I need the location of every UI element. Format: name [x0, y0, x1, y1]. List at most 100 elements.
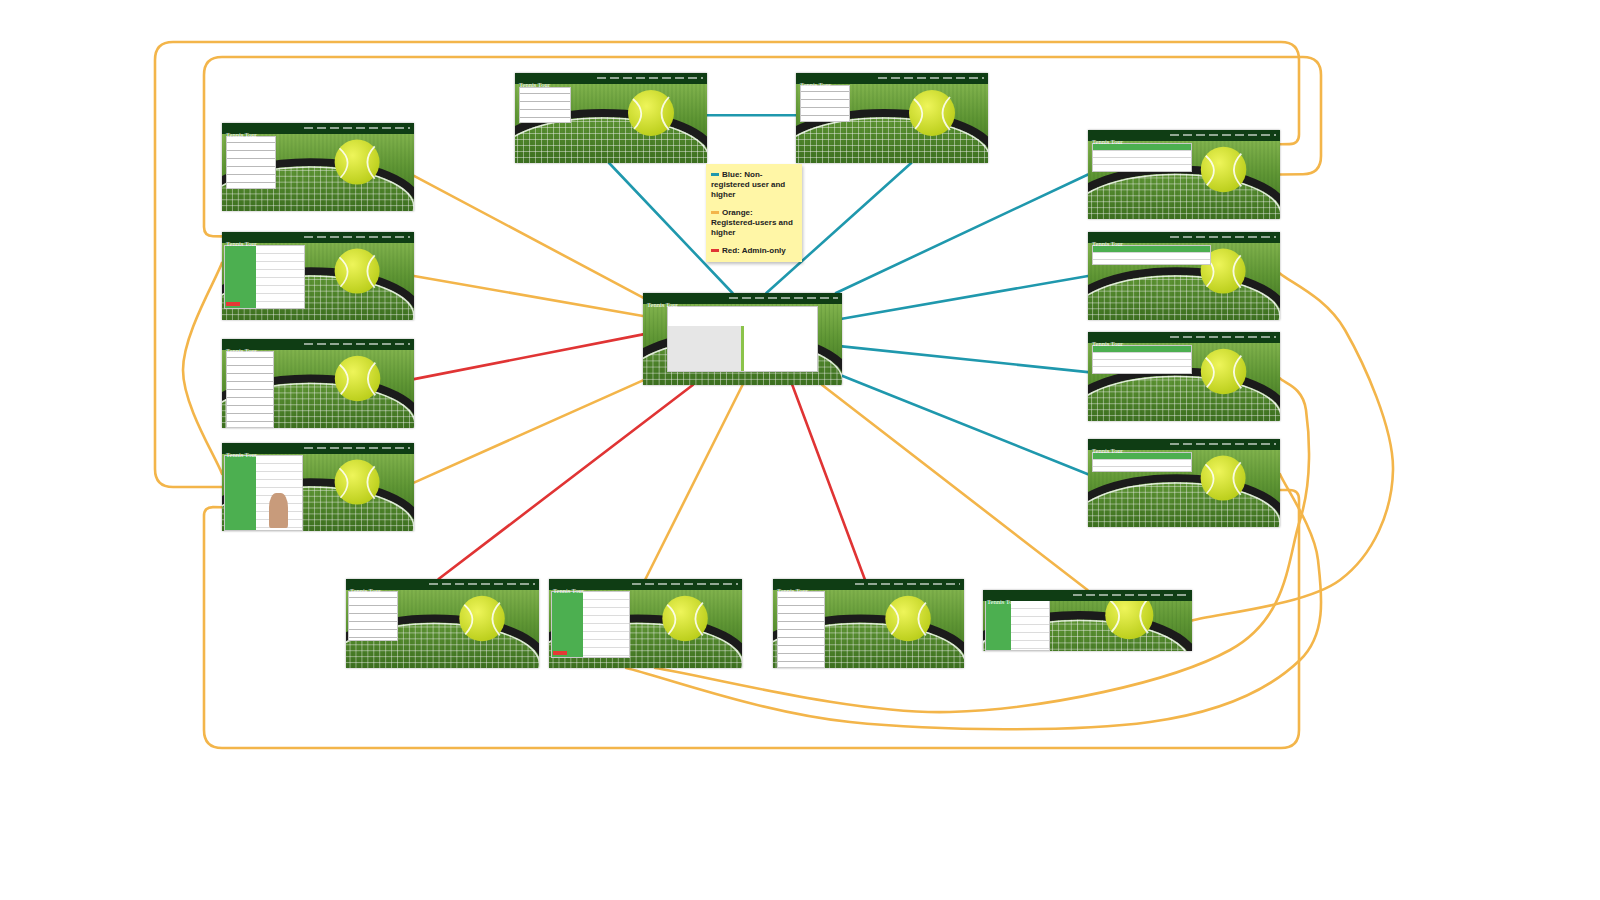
label-column — [552, 592, 583, 657]
page-screenshot: Tennis Tour — [549, 579, 742, 668]
page-link-connector — [646, 385, 743, 579]
page-link-connector — [414, 276, 643, 316]
content-panel — [1092, 143, 1192, 171]
delete-button — [226, 302, 240, 306]
site-title: Tennis Tour — [1088, 445, 1123, 456]
site-header-bar: Tennis Tour — [1088, 130, 1280, 141]
content-panel — [519, 87, 571, 123]
nav-links — [1073, 594, 1188, 596]
page-link-connector — [414, 176, 643, 298]
label-column — [986, 601, 1011, 650]
page-screenshot: Tennis Tour — [1088, 130, 1280, 219]
site-title: Tennis Tour — [346, 585, 381, 596]
content-panel — [226, 136, 276, 189]
page-screenshot: Tennis Tour — [1088, 332, 1280, 421]
page-link-connector — [414, 334, 643, 379]
two-column-lists — [668, 326, 817, 371]
content-panel — [985, 600, 1050, 651]
content-panel — [1092, 245, 1211, 264]
site-title: Tennis Tour — [1088, 238, 1123, 249]
nav-links — [429, 583, 535, 585]
site-title: Tennis Tour — [1088, 136, 1123, 147]
site-title: Tennis Tour — [222, 449, 257, 460]
page-link-connector — [183, 263, 222, 474]
nav-links — [632, 583, 738, 585]
legend-entry: Red: Admin-only — [711, 246, 797, 256]
delete-button — [553, 651, 567, 655]
site-title: Tennis Tour — [983, 596, 1018, 607]
site-header-bar: Tennis Tour — [549, 579, 742, 590]
legend-entry: Blue: Non-registered user and higher — [711, 170, 797, 200]
site-title: Tennis Tour — [549, 585, 584, 596]
page-link-connector — [792, 385, 864, 579]
page-link-connector — [822, 385, 1087, 590]
content-panel — [224, 455, 303, 531]
page-link-connector — [842, 376, 1088, 474]
page-screenshot: Tennis Tour — [1088, 232, 1280, 320]
table-header-row — [1093, 144, 1191, 150]
label-column — [225, 246, 256, 307]
site-header-bar: Tennis Tour — [1088, 232, 1280, 243]
site-header-bar: Tennis Tour — [515, 73, 707, 84]
content-panel — [777, 591, 825, 668]
site-title: Tennis Tour — [773, 585, 808, 596]
page-screenshot: Tennis Tour — [983, 590, 1192, 651]
nav-links — [304, 236, 410, 238]
site-header-bar: Tennis Tour — [983, 590, 1192, 601]
site-title: Tennis Tour — [643, 299, 678, 310]
nav-links — [878, 77, 984, 79]
page-screenshot: Tennis Tour — [222, 443, 414, 531]
page-link-connector — [414, 380, 643, 482]
nav-links — [304, 343, 410, 345]
legend-text: Red: Admin-only — [722, 246, 786, 255]
table-header-row — [1093, 246, 1210, 252]
site-title: Tennis Tour — [515, 79, 550, 90]
site-header-bar: Tennis Tour — [222, 443, 414, 454]
site-header-bar: Tennis Tour — [773, 579, 964, 590]
site-header-bar: Tennis Tour — [1088, 439, 1280, 450]
value-rows — [256, 246, 303, 307]
content-panel — [348, 591, 398, 641]
content-panel — [224, 245, 305, 308]
legend-swatch — [711, 173, 719, 176]
value-rows — [583, 592, 629, 657]
table-header-row — [1093, 346, 1191, 352]
nav-links — [1170, 236, 1276, 238]
value-rows — [1011, 601, 1049, 650]
content-panel — [1092, 452, 1192, 471]
nav-links — [1170, 336, 1276, 338]
page-screenshot: Tennis Tour — [643, 293, 842, 385]
page-screenshot: Tennis Tour — [773, 579, 964, 668]
site-header-bar: Tennis Tour — [222, 339, 414, 350]
page-link-connector — [842, 276, 1088, 319]
page-link-connector — [155, 42, 1299, 487]
site-title: Tennis Tour — [222, 238, 257, 249]
nav-links — [304, 447, 410, 449]
content-panel — [800, 85, 850, 123]
page-screenshot: Tennis Tour — [1088, 439, 1280, 527]
nav-links — [304, 127, 410, 129]
nav-links — [597, 77, 703, 79]
page-link-connector — [439, 385, 693, 579]
legend-swatch — [711, 211, 719, 214]
content-panel — [551, 591, 630, 658]
content-panel — [1092, 345, 1192, 373]
site-header-bar: Tennis Tour — [222, 123, 414, 134]
site-title: Tennis Tour — [796, 79, 831, 90]
legend-swatch — [711, 249, 719, 252]
nav-links — [855, 583, 960, 585]
site-header-bar: Tennis Tour — [796, 73, 988, 84]
site-title: Tennis Tour — [1088, 338, 1123, 349]
label-column — [225, 456, 256, 530]
nav-links — [1170, 134, 1276, 136]
site-title: Tennis Tour — [222, 345, 257, 356]
table-header-row — [1093, 453, 1191, 459]
legend-text: Orange: Registered-users and higher — [711, 208, 793, 237]
site-header-bar: Tennis Tour — [346, 579, 539, 590]
legend-text: Blue: Non-registered user and higher — [711, 170, 785, 199]
page-link-connector — [836, 175, 1088, 294]
nav-links — [729, 297, 838, 299]
sticky-note-legend: Blue: Non-registered user and higherOran… — [706, 164, 802, 262]
player-photo — [269, 493, 287, 528]
